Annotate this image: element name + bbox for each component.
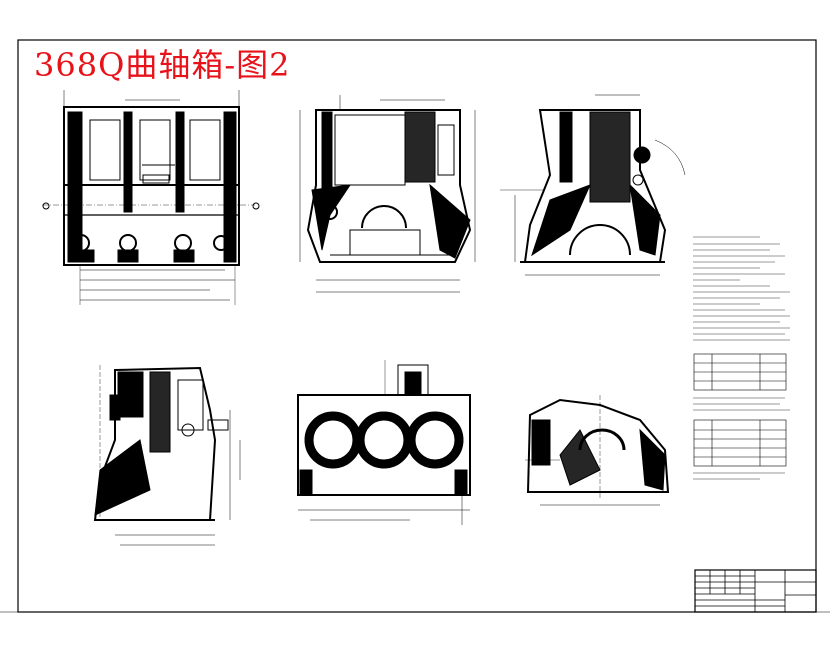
- section-view-b: [93, 365, 241, 546]
- tolerance-table-1: [693, 353, 787, 391]
- notes-bottom: [693, 472, 785, 480]
- bore-section-view: [297, 360, 471, 525]
- section-view-a: [299, 95, 476, 293]
- notes-mid: [693, 397, 790, 411]
- drawing-title: 368Q曲轴箱-图2: [34, 46, 291, 84]
- front-view: [42, 90, 260, 305]
- tolerance-table-2: [693, 419, 787, 467]
- side-section-view: [500, 94, 686, 276]
- technical-notes: [693, 236, 790, 341]
- partial-section-view: [525, 395, 670, 506]
- title-block: [694, 569, 817, 613]
